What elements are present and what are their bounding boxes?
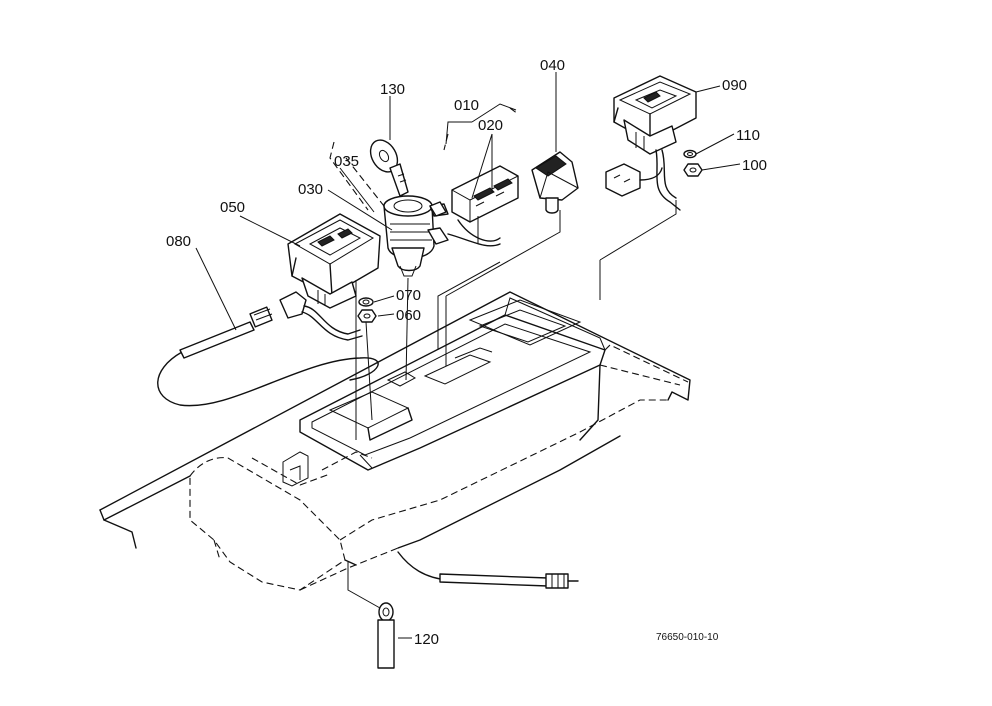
label-070: 070 (396, 287, 421, 304)
label-090: 090 (722, 77, 747, 94)
washer-110 (683, 149, 697, 159)
label-030: 030 (298, 181, 323, 198)
label-035: 035 (334, 153, 359, 170)
label-060: 060 (396, 307, 421, 324)
switch-010 (429, 165, 519, 242)
drawing-code: 76650-010-10 (656, 632, 719, 643)
dashboard-panel (99, 291, 691, 591)
switch-040 (531, 151, 579, 214)
label-080: 080 (166, 233, 191, 250)
label-020: 020 (478, 117, 503, 134)
label-120: 120 (414, 631, 439, 648)
nut-060 (357, 309, 377, 323)
assembly-lines (195, 72, 741, 639)
label-040: 040 (540, 57, 565, 74)
meter-090 (605, 75, 697, 211)
nut-100 (683, 163, 703, 177)
cable-080 (157, 306, 579, 589)
label-100: 100 (742, 157, 767, 174)
part-labels: 010 020 030 035 040 050 060 070 080 090 … (166, 57, 767, 648)
washer-070 (358, 297, 374, 307)
key-130 (369, 139, 409, 197)
label-130: 130 (380, 81, 405, 98)
label-050: 050 (220, 199, 245, 216)
meter-050 (279, 213, 381, 341)
strap-120 (377, 602, 395, 669)
label-010: 010 (454, 97, 479, 114)
label-110: 110 (736, 127, 760, 144)
